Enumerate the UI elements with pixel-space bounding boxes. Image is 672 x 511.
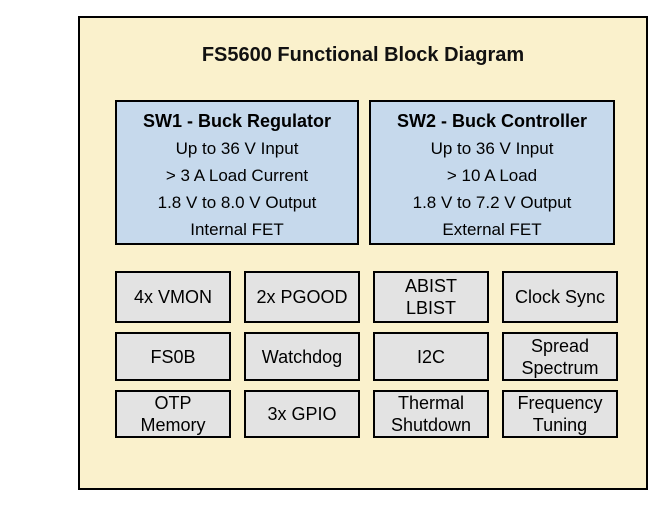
sw2-line-fet: External FET bbox=[442, 220, 542, 239]
block-2x-pgood: 2x PGOOD bbox=[244, 271, 360, 323]
sw2-line-output: 1.8 V to 7.2 V Output bbox=[412, 193, 572, 212]
block-watchdog: Watchdog bbox=[244, 332, 360, 381]
block-clock-sync: Clock Sync bbox=[502, 271, 618, 323]
sw1-line-output: 1.8 V to 8.0 V Output bbox=[157, 193, 317, 212]
sw2-line-load: > 10 A Load bbox=[446, 166, 538, 185]
block-4x-vmon: 4x VMON bbox=[115, 271, 231, 323]
block-sw1-buck-regulator: SW1 - Buck Regulator Up to 36 V Input > … bbox=[115, 100, 359, 245]
sw2-line-input: Up to 36 V Input bbox=[430, 139, 554, 158]
sw1-line-load: > 3 A Load Current bbox=[165, 166, 309, 185]
sw2-title: SW2 - Buck Controller bbox=[396, 111, 588, 131]
block-frequency-tuning: Frequency Tuning bbox=[502, 390, 618, 438]
diagram-title: FS5600 Functional Block Diagram bbox=[201, 44, 525, 66]
block-spread-spectrum: Spread Spectrum bbox=[502, 332, 618, 381]
feature-grid: 4x VMON 2x PGOOD ABIST LBIST Clock Sync … bbox=[115, 271, 618, 438]
block-fs0b: FS0B bbox=[115, 332, 231, 381]
functional-block-diagram: FS5600 Functional Block Diagram SW1 - Bu… bbox=[78, 16, 648, 490]
sw1-line-fet: Internal FET bbox=[190, 220, 284, 239]
block-3x-gpio: 3x GPIO bbox=[244, 390, 360, 438]
sw1-line-input: Up to 36 V Input bbox=[175, 139, 299, 158]
block-abist-lbist: ABIST LBIST bbox=[373, 271, 489, 323]
block-sw2-buck-controller: SW2 - Buck Controller Up to 36 V Input >… bbox=[369, 100, 615, 245]
block-otp-memory: OTP Memory bbox=[115, 390, 231, 438]
block-thermal-shutdown: Thermal Shutdown bbox=[373, 390, 489, 438]
sw1-title: SW1 - Buck Regulator bbox=[142, 111, 332, 131]
block-i2c: I2C bbox=[373, 332, 489, 381]
